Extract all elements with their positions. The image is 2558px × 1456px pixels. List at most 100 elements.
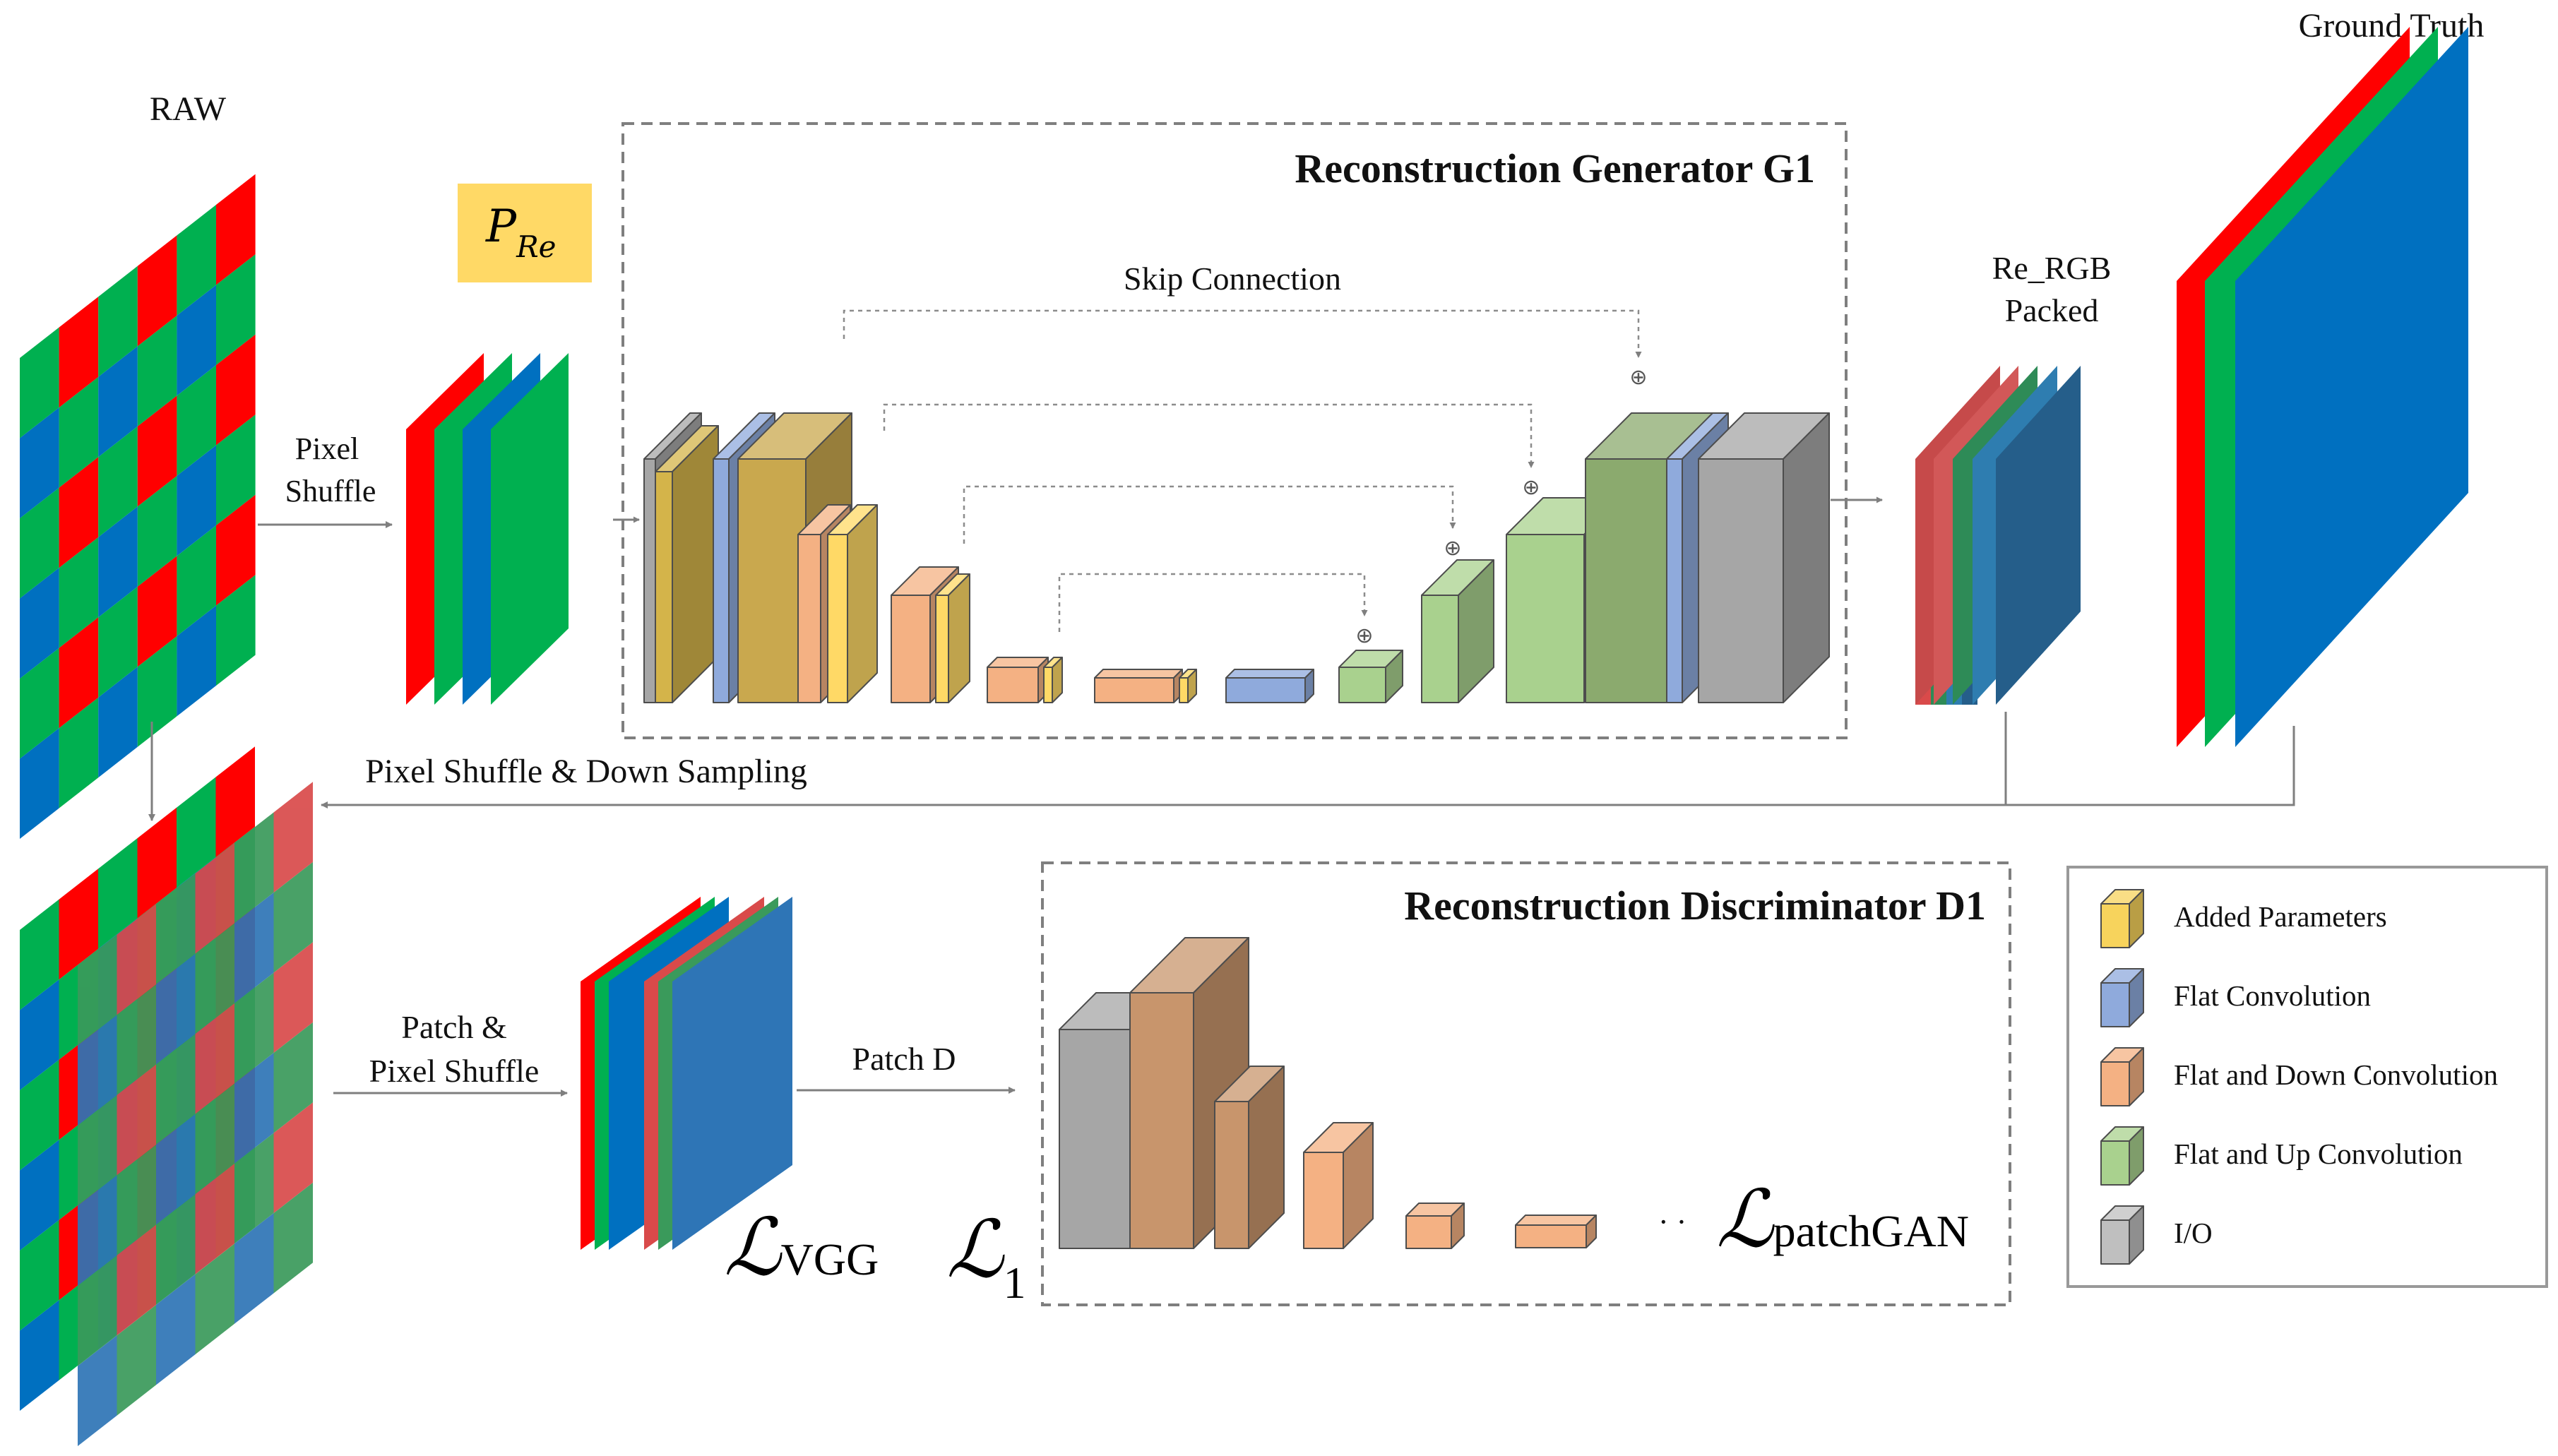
raw-bayer-mosaic bbox=[20, 174, 256, 839]
generator-layer bbox=[1698, 412, 1830, 703]
skip-line bbox=[883, 403, 1535, 468]
patch-plane bbox=[672, 897, 792, 1250]
mosaic-cell bbox=[156, 1274, 196, 1385]
ellipsis-dots: · · bbox=[1658, 1205, 1687, 1239]
mosaic-cell bbox=[98, 506, 138, 618]
mosaic-cell bbox=[177, 605, 216, 717]
cube-front bbox=[987, 667, 1039, 703]
legend-label: Flat Convolution bbox=[2174, 979, 2371, 1012]
raw-label: RAW bbox=[150, 90, 227, 128]
mosaic-cell bbox=[195, 1163, 234, 1275]
generator-box bbox=[621, 122, 1848, 739]
cube-front bbox=[1214, 1101, 1249, 1249]
mosaic-cell bbox=[273, 1102, 313, 1213]
mosaic-cell bbox=[98, 586, 138, 698]
cube-front bbox=[1515, 1224, 1587, 1248]
skip-line bbox=[843, 309, 1642, 358]
generator-layer bbox=[1179, 669, 1197, 703]
cube-front bbox=[1585, 458, 1670, 703]
cube-top bbox=[1225, 669, 1314, 679]
mosaic-cell bbox=[177, 445, 216, 556]
patch-label-line1: Patch & bbox=[401, 1009, 506, 1045]
generator-blocks bbox=[643, 412, 1830, 703]
mosaic-cell bbox=[137, 475, 177, 587]
mosaic-cell bbox=[234, 1133, 274, 1244]
pixel-shuffle-label-line2: Shuffle bbox=[285, 474, 376, 508]
legend-label: Flat and Up Convolution bbox=[2174, 1138, 2463, 1170]
discriminator-layer bbox=[1405, 1203, 1465, 1249]
overlaid-mosaic-pair bbox=[20, 746, 313, 1446]
cube-front bbox=[1094, 677, 1174, 703]
cube-front bbox=[643, 458, 656, 703]
mosaic-cell bbox=[234, 893, 274, 1003]
loss-vgg: ℒVGG bbox=[724, 1202, 879, 1294]
mosaic-cell bbox=[59, 697, 99, 808]
mosaic-cell bbox=[273, 782, 313, 893]
generator-layer bbox=[987, 657, 1049, 703]
mosaic-cell bbox=[78, 934, 117, 1046]
legend-label: Flat and Down Convolution bbox=[2174, 1058, 2498, 1091]
legend-swatch bbox=[2100, 1126, 2144, 1186]
cube-side bbox=[847, 504, 878, 703]
mosaic-cell bbox=[20, 1140, 59, 1251]
mosaic-cell bbox=[117, 984, 156, 1095]
legend-swatch bbox=[2100, 889, 2144, 948]
p-re-label: PRe bbox=[485, 201, 557, 264]
mosaic-cell bbox=[234, 1053, 274, 1164]
cube-front bbox=[2100, 1140, 2130, 1186]
discriminator-layer bbox=[1129, 937, 1249, 1249]
mosaic-cell bbox=[59, 376, 99, 488]
legend-label: I/O bbox=[2174, 1217, 2213, 1249]
cube-front bbox=[1043, 667, 1053, 703]
pixel-shuffle-label-line1: Pixel bbox=[295, 431, 359, 466]
mosaic-cell bbox=[156, 873, 196, 984]
mosaic-cell bbox=[216, 414, 256, 525]
skip-line bbox=[1058, 573, 1368, 632]
generator-layer bbox=[1421, 559, 1494, 703]
cube-top bbox=[1094, 669, 1183, 679]
mosaic-cell bbox=[98, 265, 138, 377]
cube-front bbox=[797, 534, 821, 703]
mosaic-cell bbox=[20, 1059, 59, 1171]
legend-swatch bbox=[2100, 1205, 2144, 1265]
generator-layer bbox=[827, 504, 878, 703]
mosaic-cell bbox=[137, 395, 177, 507]
mosaic-cell bbox=[78, 1335, 117, 1446]
mosaic-cell bbox=[20, 327, 59, 438]
cube-front bbox=[737, 458, 807, 703]
mosaic-cell bbox=[156, 1034, 196, 1145]
p-re-box bbox=[458, 184, 592, 282]
cube-front bbox=[1405, 1215, 1452, 1249]
cube-front bbox=[827, 534, 848, 703]
mosaic-cell bbox=[98, 426, 138, 537]
cube-front bbox=[1666, 458, 1683, 703]
mosaic-cell bbox=[137, 315, 177, 426]
mosaic-front bbox=[78, 782, 313, 1446]
generator-layer bbox=[1094, 669, 1183, 703]
cube-front bbox=[1506, 534, 1585, 703]
cube-front bbox=[2100, 903, 2130, 948]
mosaic-cell bbox=[117, 1304, 156, 1416]
generator-title: Reconstruction Generator G1 bbox=[1295, 145, 1815, 191]
mosaic-cell bbox=[117, 1224, 156, 1336]
mosaic-cell bbox=[216, 494, 256, 606]
discriminator-box bbox=[1041, 861, 2011, 1306]
mosaic-cell bbox=[177, 205, 216, 316]
cube-side bbox=[948, 573, 970, 703]
plus-icon: ⊕ bbox=[1629, 365, 1647, 390]
mosaic-cell bbox=[273, 942, 313, 1053]
skip-connection-label: Skip Connection bbox=[1124, 261, 1341, 297]
mosaic-cell bbox=[20, 568, 59, 679]
mosaic-cell bbox=[78, 1015, 117, 1126]
mosaic-cell bbox=[177, 365, 216, 476]
cube-front bbox=[2100, 1219, 2130, 1265]
mosaic-cell bbox=[273, 1182, 313, 1294]
mosaic-cell bbox=[117, 1064, 156, 1176]
mosaic-cell bbox=[137, 807, 177, 919]
plus-icon: ⊕ bbox=[1444, 536, 1461, 561]
mosaic-cell bbox=[20, 1300, 59, 1411]
generator-layer bbox=[935, 573, 970, 703]
mosaic-cell bbox=[98, 838, 138, 949]
cube-side bbox=[1783, 412, 1830, 703]
